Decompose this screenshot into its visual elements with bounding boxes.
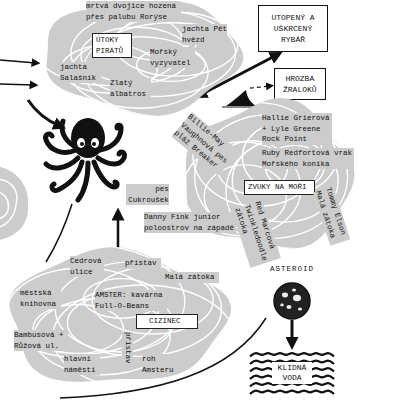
cloud-heading: ÚTOKY PIRÁTŮ	[92, 33, 132, 58]
water-band: KLIDNÁ VODA	[250, 350, 334, 396]
crater	[298, 307, 302, 310]
cloud-note: AMSTER: kavárna Full-O-Beans	[95, 290, 167, 311]
cloud-note: Cedrová ulice	[70, 256, 104, 277]
scribble-texture	[0, 245, 185, 359]
cloud-fill	[47, 1, 244, 115]
tentacle	[78, 163, 88, 200]
shark-fin	[226, 90, 256, 106]
octopus	[46, 118, 125, 200]
cloud-note: Zlatý albatros	[110, 78, 151, 99]
cloud-note: Hallie Grierová + Lyle Greene Rock Point	[262, 113, 332, 145]
cloud-note: městská knihovna	[20, 288, 61, 309]
crater	[293, 295, 301, 301]
connector-arrow	[250, 86, 270, 88]
octopus-pupil	[80, 142, 84, 146]
scribble-texture	[0, 179, 17, 228]
tentacle	[46, 158, 78, 168]
crater	[280, 304, 284, 307]
cloud-note: Bambusová + Růžová ul.	[14, 330, 68, 351]
octopus-eye	[91, 138, 99, 148]
asteroid-body	[274, 283, 310, 319]
cloud-note: mrtvá dvojice hozená přes palubu Rorýse	[86, 1, 181, 22]
cloud-note: roh Amsteru	[142, 354, 176, 375]
cloud-note: jachta Pět hvězd	[182, 24, 227, 45]
cloud-note: Malá zátoka	[165, 272, 219, 283]
box-label: HROZBA ŽRALOKŮ	[283, 73, 317, 95]
curve-line	[46, 204, 72, 262]
asteroid-node: ASTEROID	[268, 264, 316, 320]
wave-line	[250, 391, 334, 394]
cloud-heading: ZVUKY NA MOŘI	[244, 180, 315, 195]
cloud-region: CIZINECCedrová ulicepřístavMalá zátokamě…	[4, 248, 232, 390]
cloud-note: hlavní náměstí	[64, 354, 100, 375]
connector-arrow	[291, 320, 294, 344]
cloud-note: pes Cukroušek	[126, 184, 169, 205]
cloud-note: Danny Fink junior poloostrov na západě	[144, 212, 236, 233]
cloud-region: ZVUKY NA MOŘI Hallie Grierová + Lyle Gree…	[120, 98, 360, 263]
tentacle	[98, 152, 124, 164]
octopus-pupil	[92, 142, 96, 146]
cloud-note: přístav	[123, 332, 134, 368]
note-box: UTOPENÝ A UŠKRCENÝ RYBÁŘ	[258, 5, 328, 52]
scribble-texture	[53, 285, 234, 389]
cloud-note: přístav	[125, 258, 161, 269]
arrow	[117, 214, 120, 250]
cloud-fill	[9, 247, 231, 382]
arrow	[0, 84, 34, 85]
cloud-fragment	[0, 165, 28, 241]
water-label: KLIDNÁ VODA	[272, 362, 312, 384]
cloud-note: Mořský vyzyvatel	[150, 47, 195, 68]
octopus-head	[71, 118, 105, 158]
tentacle	[52, 162, 82, 190]
cloud-note: Ruby Redfortová vrak Mořského koníka	[262, 148, 354, 169]
arrow	[28, 100, 60, 126]
crater	[282, 293, 288, 298]
cloud-region: ÚTOKY PIRÁTŮ mrtvá dvojice hozená přes pa…	[40, 0, 250, 116]
box-label: UTOPENÝ A UŠKRCENÝ RYBÁŘ	[269, 12, 317, 45]
arrow	[0, 60, 36, 63]
crater	[287, 305, 292, 309]
cloud-note: jachta Salašník	[60, 62, 101, 83]
note-box: HROZBA ŽRALOKŮ	[274, 68, 326, 100]
crater	[292, 288, 296, 291]
scribble-texture	[84, 23, 262, 118]
wave-line	[250, 353, 334, 356]
asteroid-label: ASTEROID	[268, 264, 316, 275]
scribble-texture	[0, 192, 8, 219]
cloud-heading: CIZINEC	[136, 314, 198, 329]
scribble-texture	[71, 10, 236, 97]
octopus-eye	[77, 138, 85, 148]
